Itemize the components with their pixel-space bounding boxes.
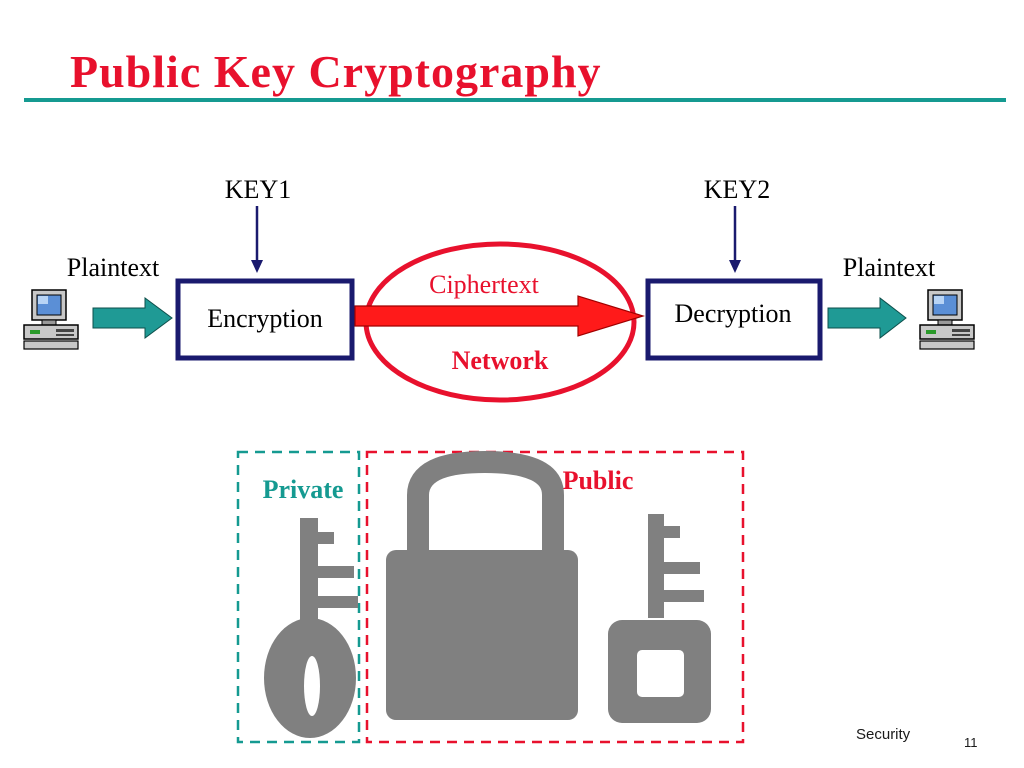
- plaintext-out-arrow: [827, 296, 907, 340]
- decryption-label: Decryption: [675, 299, 792, 328]
- public-label: Public: [563, 466, 634, 495]
- page-number: 11: [964, 735, 978, 750]
- key2-arrow: [729, 206, 741, 273]
- private-label: Private: [263, 475, 344, 504]
- ciphertext-arrow: [354, 295, 646, 337]
- footer-section: Security: [856, 726, 911, 743]
- title-underline: [24, 98, 1006, 102]
- ciphertext-label: Ciphertext: [429, 270, 540, 299]
- key2-label: KEY2: [704, 175, 770, 204]
- key1-label: KEY1: [225, 175, 291, 204]
- plaintext-right-label: Plaintext: [843, 253, 936, 282]
- computer-icon: [919, 289, 975, 350]
- plaintext-left-label: Plaintext: [67, 253, 160, 282]
- private-key-box: [236, 450, 361, 744]
- computer-icon: [23, 289, 79, 350]
- public-key-box: [365, 450, 745, 744]
- key1-arrow: [251, 206, 263, 273]
- encryption-label: Encryption: [207, 304, 323, 333]
- page-title: Public Key Cryptography: [70, 46, 602, 97]
- encryption-box: [175, 278, 355, 361]
- network-label: Network: [452, 346, 549, 375]
- plaintext-in-arrow: [92, 297, 173, 339]
- key-icon: [264, 518, 358, 738]
- key-icon: [608, 514, 711, 723]
- decryption-box: [645, 278, 823, 361]
- padlock-icon: [386, 450, 578, 720]
